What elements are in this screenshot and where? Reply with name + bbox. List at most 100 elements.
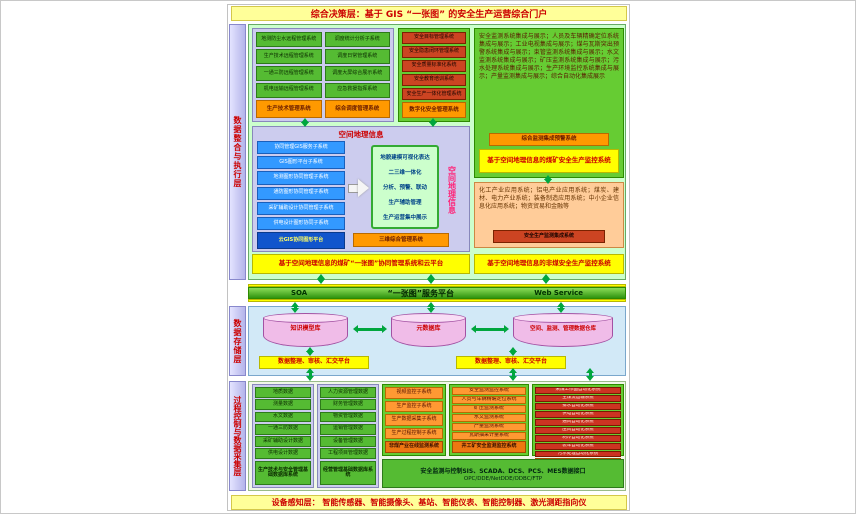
automation-system-box: 制冷自动化系统 (535, 434, 621, 442)
system-box: 一通三防远程管理系统 (256, 65, 322, 81)
flow-arrow-icon (348, 179, 370, 198)
double-arrow-icon (586, 368, 595, 381)
safety-management-panel: 安全目标管理系统安全隐患闭环管理系统安全质量标准化系统安全教育培训系统安全生产一… (398, 28, 470, 122)
monitor-system-box: 产量监测系统 (452, 423, 526, 431)
data-box: 物资管理数据 (320, 411, 376, 423)
monitoring-integration-panel: 安全监测系统集成与展示；人员及车辆精确定位系统集成与展示；工业电视集成与展示；煤… (474, 28, 624, 178)
monitor-system-box: 矿压监测系统 (452, 405, 526, 413)
double-arrow-icon (509, 368, 518, 381)
data-box: 运销管理数据 (320, 423, 376, 435)
monitoring-description: 安全监测系统集成与展示；人员及车辆精确定位系统集成与展示；工业电视集成与展示；煤… (479, 33, 619, 81)
monitor-subsystem-box: 生产数据采集子系统 (385, 414, 443, 426)
bus-yellow-strip (248, 284, 626, 287)
monitor-system-box: 水文监测系统 (452, 414, 526, 422)
soa-label: SOA (291, 289, 308, 297)
safety-system-box: 安全隐患闭环管理系统 (402, 46, 466, 59)
double-arrow-icon (509, 347, 518, 356)
data-box: 供电设计数据 (255, 448, 311, 459)
tech-summary-box: 生产技术管理系统 (256, 99, 322, 118)
gis-subsystem-box: 协同管理GIS服务子系统 (257, 141, 345, 155)
safety-system-box: 安全教育培训系统 (402, 74, 466, 87)
system-box: 地测防尘水远程管理系统 (256, 32, 322, 47)
data-box: 水文数据 (255, 411, 311, 423)
monitoring-summary-box: 综合监测集成预警系统 (488, 133, 610, 146)
double-arrow-icon (557, 302, 566, 313)
system-box: 机电运输远程管理系统 (256, 82, 322, 98)
gis-subsystem-box: 通防图形协同管理子系统 (257, 186, 345, 200)
monitor-system-box: 安全监测监控系统 (452, 387, 526, 395)
automation-system-box: 通风自动化系统 (535, 418, 621, 426)
gis-panel-title: 空间地理信息 (338, 130, 384, 139)
double-arrow-icon (291, 302, 300, 313)
coal-safety-monitor-footer: 基于空间地理信息的煤矿安全生产监控系统 (479, 149, 619, 173)
capability-line: 分析、预警、联动 (382, 185, 427, 191)
system-box: 调度统计分析子系统 (324, 32, 390, 47)
capability-line: 二三维一体化 (388, 169, 422, 176)
database-label: 元数据库 (416, 325, 441, 332)
side-label-process-layer: 过程控制与数据采集层 (229, 381, 246, 491)
automation-system-box: 主煤流运输系统 (535, 394, 621, 402)
double-arrow-icon (429, 118, 438, 127)
3d-management-summary-box: 三维综合管理系统 (353, 233, 449, 247)
automation-system-box: 压风自动化系统 (535, 426, 621, 434)
side-label-integration-layer: 数据整合与执行层 (229, 24, 246, 280)
service-bus: SOA “一张图”服务平台 Web Service (248, 284, 626, 302)
monitor-subsystem-box: 视频监控子系统 (385, 387, 443, 399)
warehouse-db-cylinder: 空间、监测、管理数据仓库 (513, 313, 613, 347)
coalmine-onemap-footer: 基于空间地理信息的煤矿“一张图”协同管理系统和云平台 (252, 254, 470, 274)
dispatch-tech-panel: 地测防尘水远程管理系统生产技术远程管理系统一通三防远程管理系统机电运输远程管理系… (252, 28, 394, 122)
gis-subsystem-box: GIS图形平台子系统 (257, 156, 345, 170)
tech-data-panel: 地质数据测量数据水文数据一通三防数据采矿辅助设计数据供电设计数据 生产技术与安全… (252, 384, 314, 488)
data-box: 财务管理数据 (320, 399, 376, 410)
capability-line: 地貌建模可视化表达 (380, 154, 430, 161)
dispatch-summary-box: 综合调度管理系统 (324, 99, 390, 118)
double-arrow-icon (542, 274, 551, 284)
data-box: 工程项目管理数据 (320, 448, 376, 459)
safety-system-box: 安全质量标准化系统 (402, 60, 466, 73)
data-box: 采矿辅助设计数据 (255, 436, 311, 447)
automation-system-box: 供电自动化系统 (535, 410, 621, 418)
knowledge-model-db-cylinder: 知识模型库 (263, 313, 348, 347)
decision-layer-banner: 综合决策层：基于 GIS “一张图” 的安全生产运营综合门户 (231, 6, 627, 21)
noncoal-online-summary-box: 非煤产业在线监测系统 (385, 441, 443, 453)
double-arrow-icon (306, 368, 315, 381)
noncoal-monitor-panel: 视频监控子系统生产监控子系统生产数据采集子系统生产过程控制子系统 非煤产业在线监… (382, 384, 446, 456)
tech-db-summary-box: 生产技术与安全管理基础数据库系统 (255, 461, 311, 485)
safety-system-box: 安全目标管理系统 (402, 32, 466, 45)
noncoal-monitor-footer: 基于空间地理信息的非煤安全生产监控系统 (474, 254, 624, 274)
database-label: 知识模型库 (290, 325, 321, 332)
data-box: 设备管理数据 (320, 436, 376, 447)
noncoal-industry-panel: 化工产业应用系统；铝电产业应用系统；煤炭、建材、电力产业系统；装备制造应用系统；… (474, 182, 624, 248)
mine-automation-panel: 采煤工作面自动化系统主煤流运输系统排水自动化系统供电自动化系统通风自动化系统压风… (532, 384, 624, 470)
side-label-storage-layer: 数据存储层 (229, 306, 246, 376)
double-arrow-icon (301, 118, 310, 127)
noncoal-description: 化工产业应用系统；铝电产业应用系统；煤炭、建材、电力产业系统；装备制造应用系统；… (479, 187, 619, 211)
data-box: 测量数据 (255, 399, 311, 410)
system-box: 调度日常管理系统 (324, 48, 390, 64)
double-arrow-icon (544, 175, 553, 184)
metadata-db-cylinder: 元数据库 (391, 313, 466, 347)
diagram-frame (227, 4, 630, 511)
double-arrow-icon (427, 302, 436, 313)
double-arrow-icon (471, 325, 509, 334)
monitor-system-box: 瓦斯抽采计量系统 (452, 432, 526, 440)
gis-subsystem-box: 采矿辅助设计协同管理子系统 (257, 201, 345, 215)
data-box: 一通三防数据 (255, 423, 311, 435)
data-box: 地质数据 (255, 387, 311, 398)
system-box: 调度大屏综合展示系统 (324, 65, 390, 81)
automation-system-box: 采煤工作面自动化系统 (535, 387, 621, 394)
webservice-label: Web Service (534, 289, 583, 297)
mgmt-db-summary-box: 经营管理基础数据库系统 (320, 461, 376, 485)
interface-line2: OPC/DDE/NetDDE/ODBC/FTP (463, 475, 543, 482)
mine-safety-summary-box: 井工矿安全监测监控系统 (452, 441, 526, 453)
double-arrow-icon (353, 325, 387, 334)
management-data-panel: 人力资源管理数据财务管理数据物资管理数据运销管理数据设备管理数据工程项目管理数据… (317, 384, 379, 488)
spatial-info-vertical-label: 空间地理信息 (447, 166, 457, 214)
automation-system-box: 装车自动化系统 (535, 442, 621, 450)
data-platform-bar-left: 数据整理、审核、汇交平台 (259, 356, 369, 369)
cloud-gis-platform-box: 云GIS协同图形平台 (257, 232, 345, 249)
data-box: 人力资源管理数据 (320, 387, 376, 398)
double-arrow-icon (306, 347, 315, 356)
monitor-subsystem-box: 生产过程控制子系统 (385, 427, 443, 439)
data-interface-box: 安全监测与控制SIS、SCADA、DCS、PCS、MES数据接口 OPC/DDE… (382, 459, 624, 488)
